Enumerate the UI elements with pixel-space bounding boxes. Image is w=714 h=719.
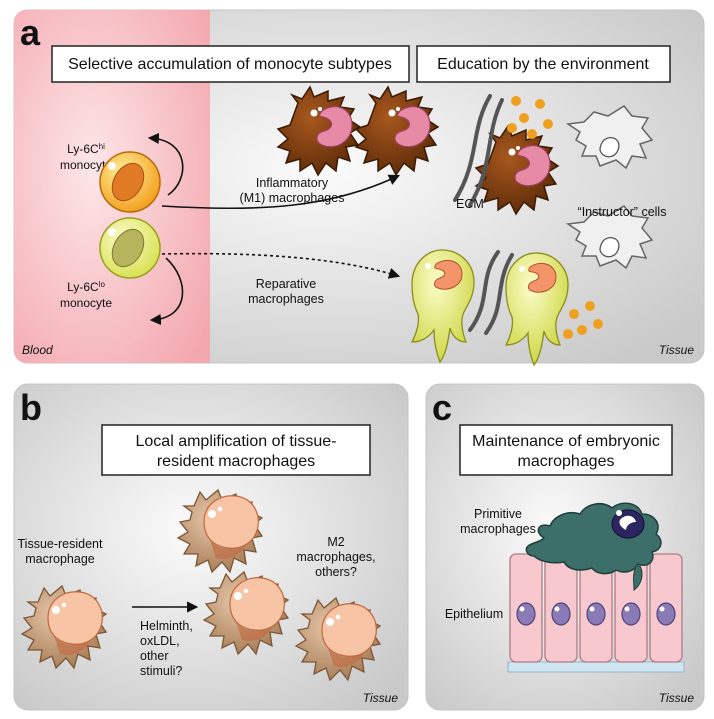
stimuli-label-4: stimuli? [140, 664, 182, 678]
panel-letter-c: c [432, 387, 452, 428]
secreted-factors-top [507, 96, 553, 139]
resident-label-2: macrophage [25, 552, 95, 566]
ecm-fibers [453, 94, 514, 335]
secreted-factors-bottom [563, 301, 603, 339]
ecm-label: ECM [456, 197, 484, 211]
stimuli-label-3: other [140, 649, 169, 663]
title-right: Education by the environment [437, 56, 649, 73]
panel-c: c Maintenance of embryonic macrophages P… [425, 383, 705, 711]
title-b-line1: Local amplification of tissue- [136, 433, 337, 450]
blood-label: Blood [22, 343, 53, 357]
reparative-migration-arrow [161, 252, 401, 279]
primitive-label-1: Primitive [474, 507, 522, 521]
lo-recirculation-arrow [149, 257, 184, 326]
tissue-label-c: Tissue [659, 691, 695, 705]
instructor-label: “Instructor” cells [578, 205, 667, 219]
inflammatory-label-2: (M1) macrophages [240, 191, 345, 205]
resident-label-1: Tissue-resident [18, 537, 104, 551]
ly6c-lo-monocyte [99, 217, 161, 279]
m2-label-1: M2 [327, 535, 344, 549]
m2-label-2: macrophages, [296, 550, 375, 564]
title-box-c [459, 424, 673, 476]
panel-b: b Local amplification of tissue- residen… [13, 383, 409, 711]
inflammatory-migration-arrow [161, 174, 401, 210]
ly6c-hi-label: Ly-6Chi [67, 142, 105, 157]
reparative-label-2: macrophages [248, 292, 324, 306]
inflammatory-label-1: Inflammatory [256, 176, 329, 190]
tissue-label-a: Tissue [659, 343, 695, 357]
ly6c-hi-monocyte [99, 151, 161, 213]
panel-a: a Selective accumulation of monocyte sub… [13, 9, 705, 366]
stimuli-label-2: oxLDL, [140, 634, 180, 648]
title-box-left [51, 45, 410, 83]
title-c-line2: macrophages [518, 453, 615, 470]
hi-recirculation-arrow [147, 132, 184, 196]
panel-letter-a: a [20, 12, 41, 53]
panel-letter-b: b [20, 387, 42, 428]
primitive-label-2: macrophages [460, 522, 536, 536]
title-left: Selective accumulation of monocyte subty… [68, 56, 392, 73]
m2-label-3: others? [315, 565, 357, 579]
title-box-b [101, 424, 371, 476]
reparative-label-1: Reparative [256, 277, 316, 291]
primitive-macrophage [525, 502, 662, 592]
ly6c-lo-label: Ly-6Clo [67, 280, 105, 295]
tissue-label-b: Tissue [363, 691, 399, 705]
ly6c-hi-monocyte-label: monocyte [60, 158, 112, 172]
epithelium-label: Epithelium [445, 607, 503, 621]
ly6c-lo-monocyte-label: monocyte [60, 296, 112, 310]
title-c-line1: Maintenance of embryonic [472, 433, 660, 450]
title-b-line2: resident macrophages [157, 453, 315, 470]
stimuli-label-1: Helminth, [140, 619, 193, 633]
title-box-right [416, 45, 671, 83]
